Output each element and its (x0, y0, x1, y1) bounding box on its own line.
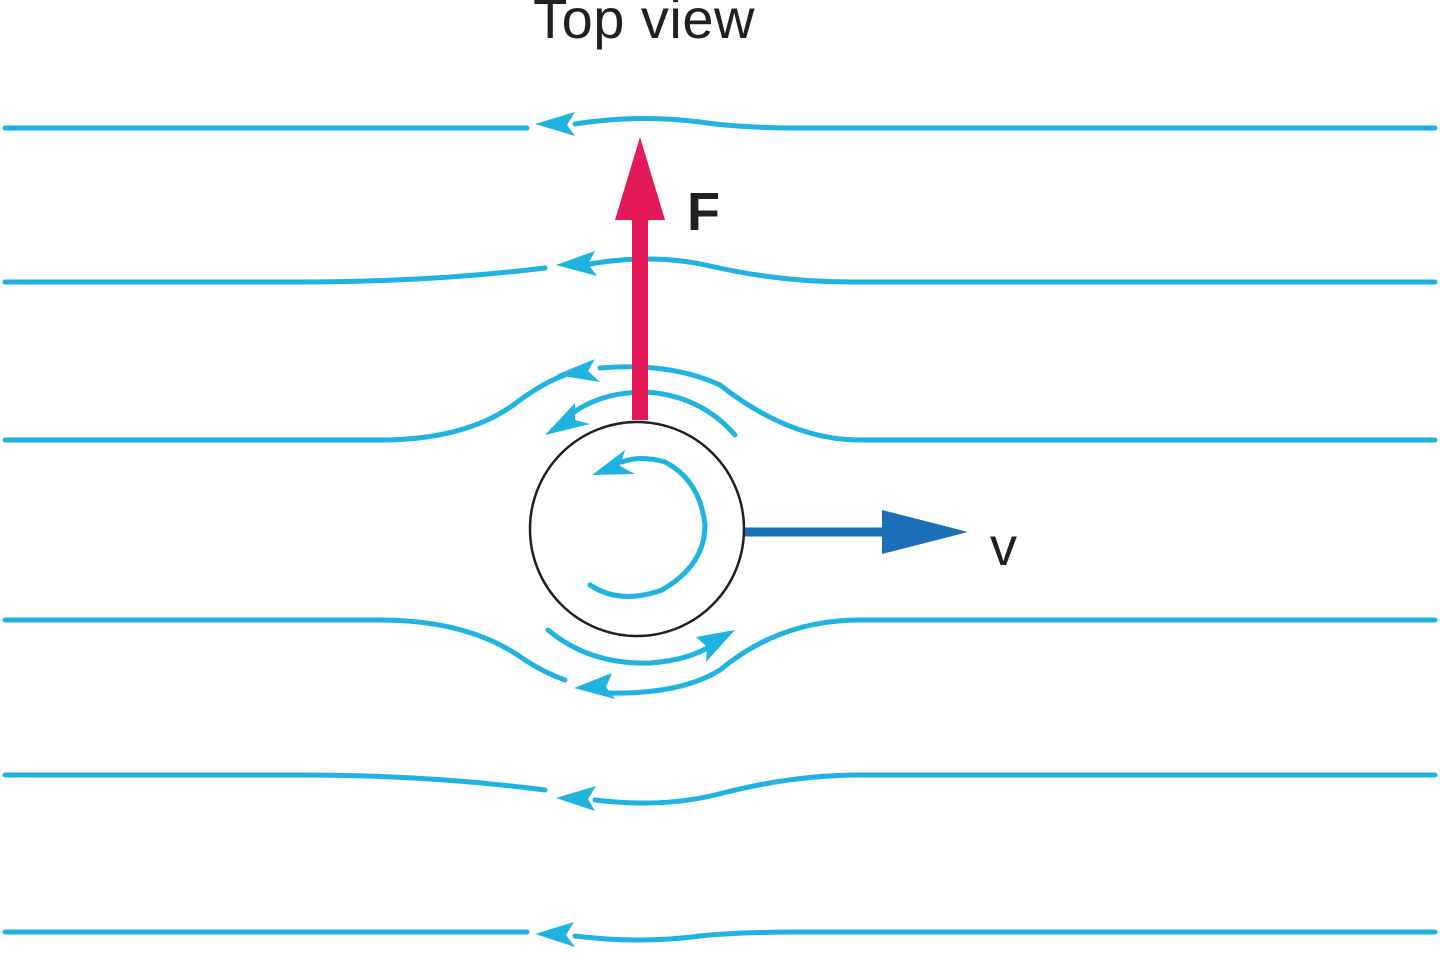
streamline-4 (2, 617, 1438, 699)
spin-arrowhead (592, 450, 635, 475)
streamline-1-arrowhead (535, 112, 575, 136)
spin-indicator (587, 450, 708, 599)
page-title: Top view (533, 0, 755, 50)
streamline-5 (2, 772, 1438, 811)
streamline-6 (2, 922, 1438, 947)
force-arrow (615, 137, 665, 420)
streamline-3-arrowhead (556, 359, 600, 382)
streamline-1 (2, 112, 1438, 136)
streamline-4-arrowhead (574, 673, 615, 699)
force-arrowhead (615, 137, 665, 220)
ball (528, 420, 746, 638)
velocity-arrowhead (882, 510, 968, 554)
streamline-2-arrowhead (556, 251, 597, 276)
circulation-arc-bottom (545, 627, 735, 666)
velocity-arrow (745, 510, 968, 554)
streamline-2 (2, 251, 1438, 285)
streamline-5-arrowhead (556, 786, 596, 811)
streamline-3 (2, 359, 1438, 443)
velocity-label: v (990, 517, 1017, 577)
circulation-arc-bottom-arrowhead (696, 630, 735, 662)
streamline-6-arrowhead (535, 922, 575, 947)
force-label: F (687, 182, 720, 242)
circulation-arc-top-arrowhead (545, 403, 590, 435)
